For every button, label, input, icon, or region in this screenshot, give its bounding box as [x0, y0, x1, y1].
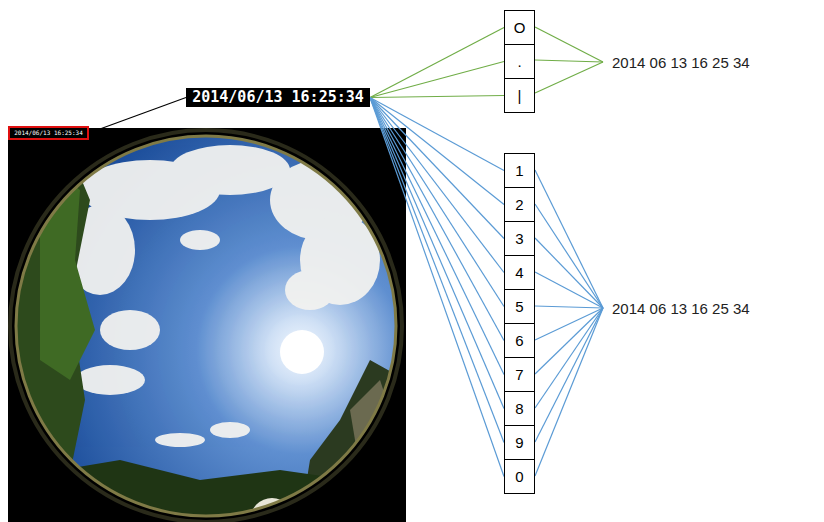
connector-line — [89, 98, 186, 134]
box-text: | — [518, 88, 522, 103]
connector-line — [370, 62, 504, 98]
connector-line — [370, 98, 504, 239]
digit-box: 5 — [504, 289, 535, 324]
box-text: O — [514, 20, 526, 35]
box-text: 2 — [515, 197, 523, 212]
connector-line — [370, 98, 504, 205]
box-text: 7 — [515, 367, 523, 382]
timestamp-box: 2014/06/13 16:25:34 — [8, 126, 89, 140]
box-text: 2014/06/13 16:25:34 — [14, 130, 83, 136]
digit-box: 7 — [504, 357, 535, 392]
connector-line — [370, 98, 504, 307]
digit-box: 9 — [504, 425, 535, 460]
digit-box: 6 — [504, 323, 535, 358]
connector-line — [370, 28, 504, 98]
box-text: 9 — [515, 435, 523, 450]
connector-line — [370, 98, 504, 409]
digit-box: 8 — [504, 391, 535, 426]
connector-line — [370, 96, 504, 98]
box-text: 1 — [515, 163, 523, 178]
symbol-box: O — [504, 10, 535, 45]
symbol-box: . — [504, 44, 535, 79]
symbol-box: | — [504, 78, 535, 113]
connector-line — [370, 98, 504, 273]
connector-line — [370, 98, 504, 341]
box-text: 4 — [515, 265, 523, 280]
connector-line — [370, 98, 504, 443]
digit-box: 2 — [504, 187, 535, 222]
box-text: 8 — [515, 401, 523, 416]
decoded-timestamp: 2014 06 13 16 25 34 — [612, 301, 750, 316]
connector-line — [370, 98, 504, 477]
box-text: 3 — [515, 231, 523, 246]
digit-box: 4 — [504, 255, 535, 290]
box-text: 6 — [515, 333, 523, 348]
digit-box: 1 — [504, 153, 535, 188]
connector-line — [370, 98, 504, 375]
box-text: 2014/06/13 16:25:34 — [192, 90, 364, 105]
box-text: 0 — [515, 469, 523, 484]
timestamp-zoom: 2014/06/13 16:25:34 — [186, 88, 370, 107]
box-text: . — [517, 54, 521, 69]
digit-box: 0 — [504, 459, 535, 494]
decoded-timestamp: 2014 06 13 16 25 34 — [612, 55, 750, 70]
box-text: 5 — [515, 299, 523, 314]
digit-box: 3 — [504, 221, 535, 256]
